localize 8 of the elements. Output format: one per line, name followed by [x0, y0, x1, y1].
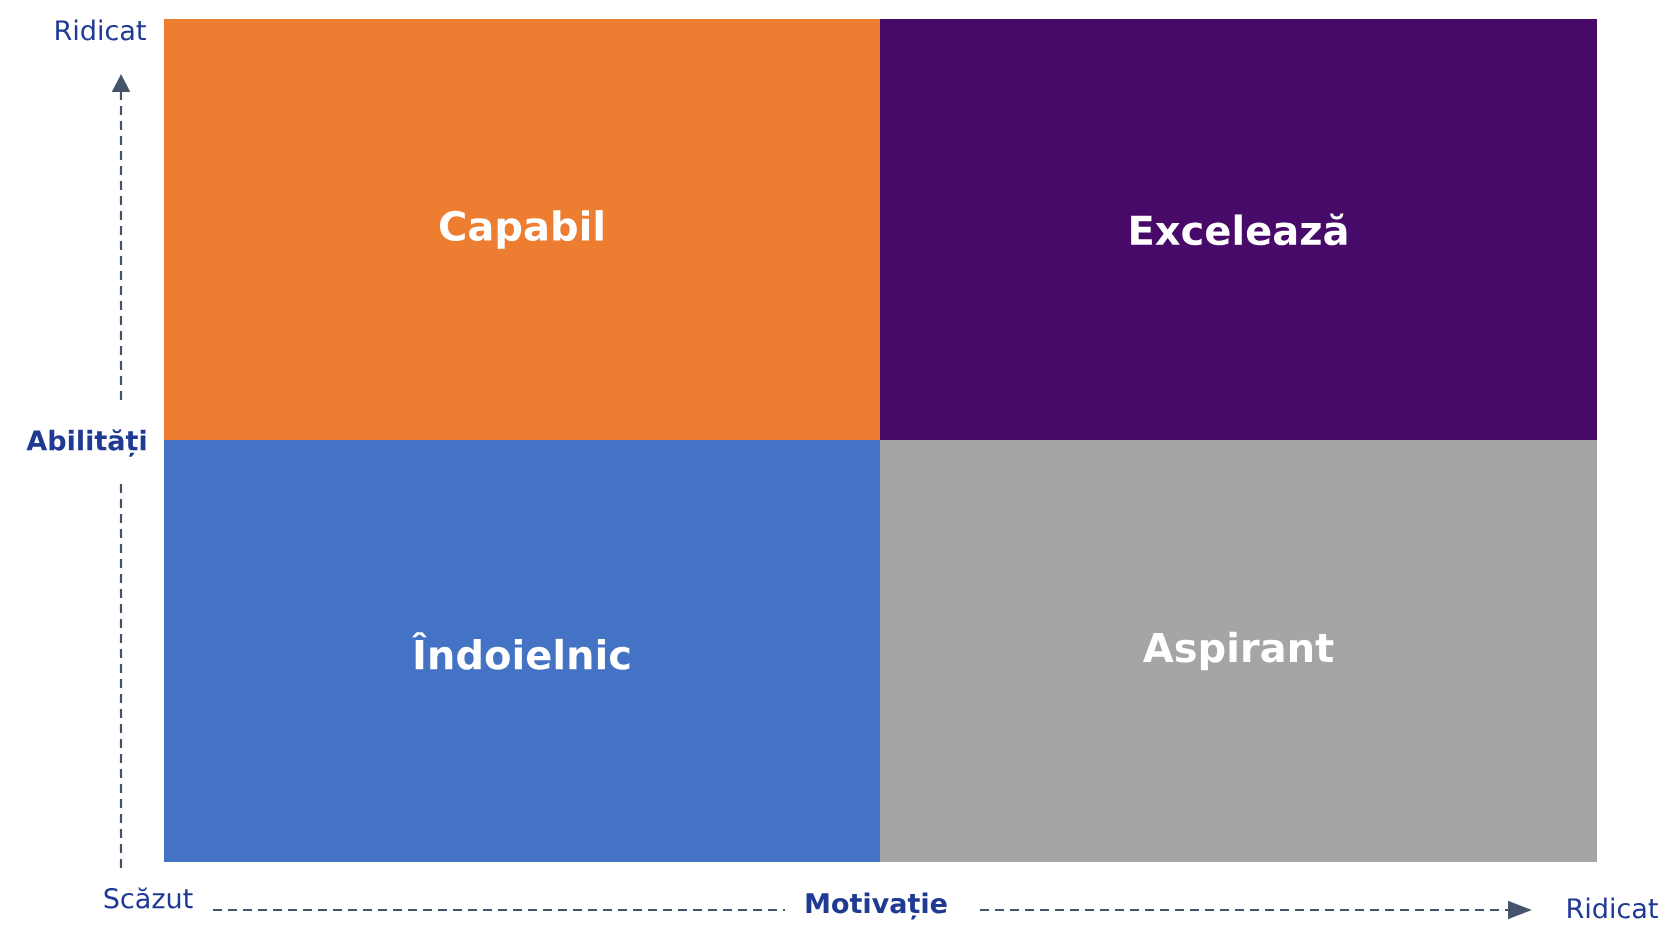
quadrant-box: Excelează [880, 19, 1597, 440]
axis-end-label: Ridicat [1568, 897, 1658, 919]
axis-title: Abilități [26, 429, 146, 457]
quadrant-box: Îndoielnic [164, 440, 880, 862]
axis-end-label: Scăzut [104, 887, 193, 909]
quadrant-box: Aspirant [880, 440, 1597, 862]
axis-title: Motivație [806, 892, 947, 920]
quadrant-box: Capabil [164, 19, 880, 440]
